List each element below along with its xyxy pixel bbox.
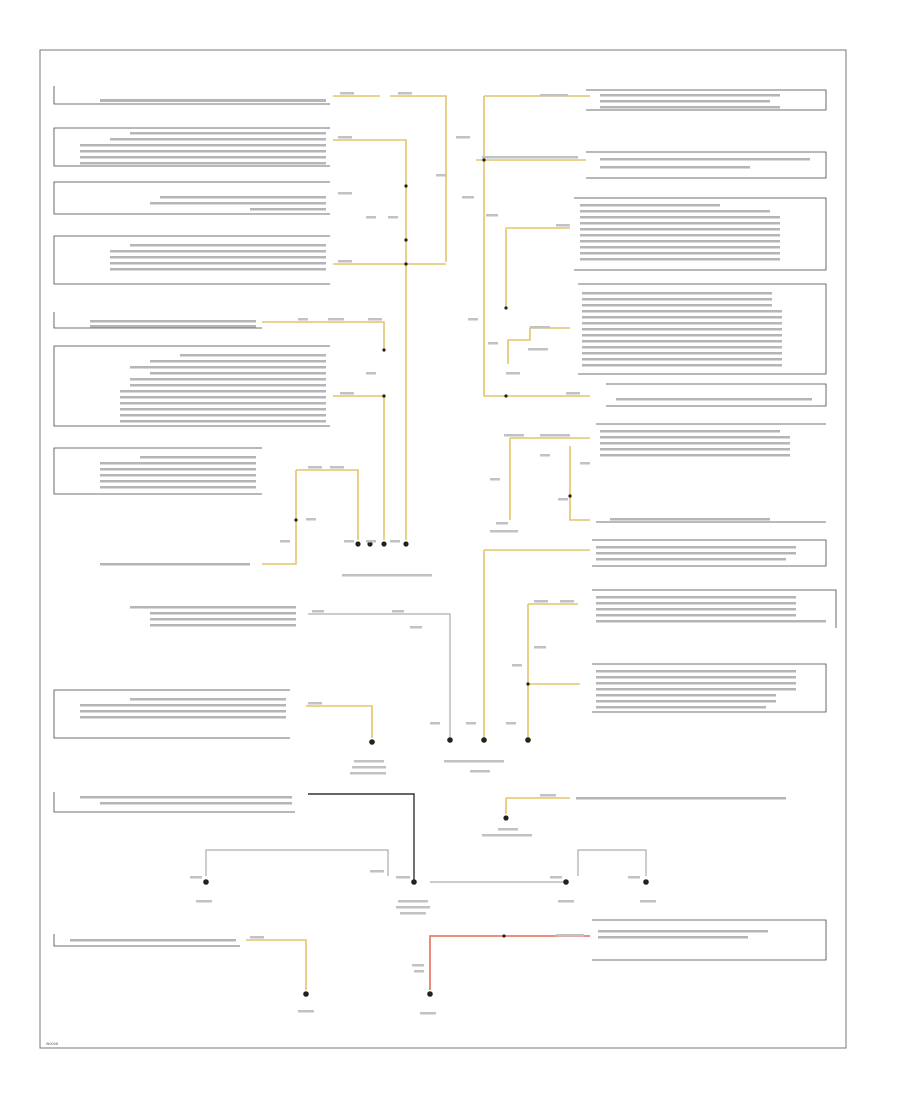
- component-box: [53, 792, 295, 813]
- splice-point: [404, 238, 408, 242]
- component-box: [606, 383, 827, 407]
- component-box: [574, 197, 827, 271]
- wire: [205, 849, 389, 876]
- component-box: [578, 283, 827, 375]
- splice-point: [382, 394, 386, 398]
- splice-point: [504, 394, 508, 398]
- ground-terminal: [643, 879, 649, 885]
- wire: [262, 321, 385, 350]
- ground-terminal: [525, 737, 531, 743]
- wire: [483, 96, 590, 397]
- illegible-text-blocks: [70, 94, 826, 942]
- red-wire: [429, 935, 590, 990]
- splice-point: [294, 518, 298, 522]
- ground-terminal: [355, 541, 361, 547]
- component-box: [592, 539, 827, 567]
- component-box: [53, 689, 290, 739]
- splice-point: [404, 262, 408, 266]
- wire: [306, 705, 373, 738]
- component-box: [53, 181, 330, 215]
- ground-terminal: [503, 815, 509, 821]
- component-box: [53, 127, 330, 167]
- diagram-border: [39, 49, 847, 1049]
- component-box: [53, 345, 330, 427]
- wire-code-stubs: [190, 92, 656, 1015]
- component-box: [592, 919, 827, 961]
- ground-terminal: [203, 879, 209, 885]
- wire: [429, 935, 590, 990]
- ground-terminal: [369, 739, 375, 745]
- component-box: [53, 934, 240, 947]
- wire: [308, 793, 415, 882]
- wire: [296, 469, 359, 540]
- splice-point: [502, 934, 506, 938]
- component-box: [592, 663, 827, 713]
- splice-point: [482, 158, 486, 162]
- component-box: [53, 312, 262, 329]
- component-box: [586, 89, 827, 111]
- ground-terminal: [367, 541, 373, 547]
- wire: [390, 95, 447, 262]
- wire: [333, 139, 407, 540]
- yellow-wires: [246, 95, 590, 990]
- ground-terminal: [447, 737, 453, 743]
- wire: [262, 470, 297, 565]
- wire: [569, 446, 590, 521]
- wire: [246, 939, 307, 990]
- ground-terminal: [411, 879, 417, 885]
- wire: [507, 327, 570, 364]
- left-component-boxes: [53, 86, 330, 947]
- splice-point: [504, 306, 508, 310]
- right-component-boxes: [574, 89, 837, 961]
- component-box: [53, 447, 262, 495]
- ground-terminal: [481, 737, 487, 743]
- ground-wire: [308, 793, 415, 882]
- connection-points: [203, 158, 649, 997]
- wire: [577, 849, 647, 876]
- splice-point: [404, 184, 408, 188]
- footer-code: W0008: [46, 1042, 58, 1046]
- ground-terminal: [303, 991, 309, 997]
- ground-terminal: [563, 879, 569, 885]
- component-box: [592, 589, 837, 628]
- splice-point: [568, 494, 572, 498]
- ground-terminal: [427, 991, 433, 997]
- gray-wires: [205, 613, 647, 883]
- wire: [430, 613, 451, 738]
- splice-point: [382, 348, 386, 352]
- splice-point: [526, 682, 530, 686]
- ground-terminal: [381, 541, 387, 547]
- ground-terminal: [403, 541, 409, 547]
- component-box: [53, 235, 330, 285]
- component-box: [586, 151, 827, 179]
- component-box: [53, 86, 330, 105]
